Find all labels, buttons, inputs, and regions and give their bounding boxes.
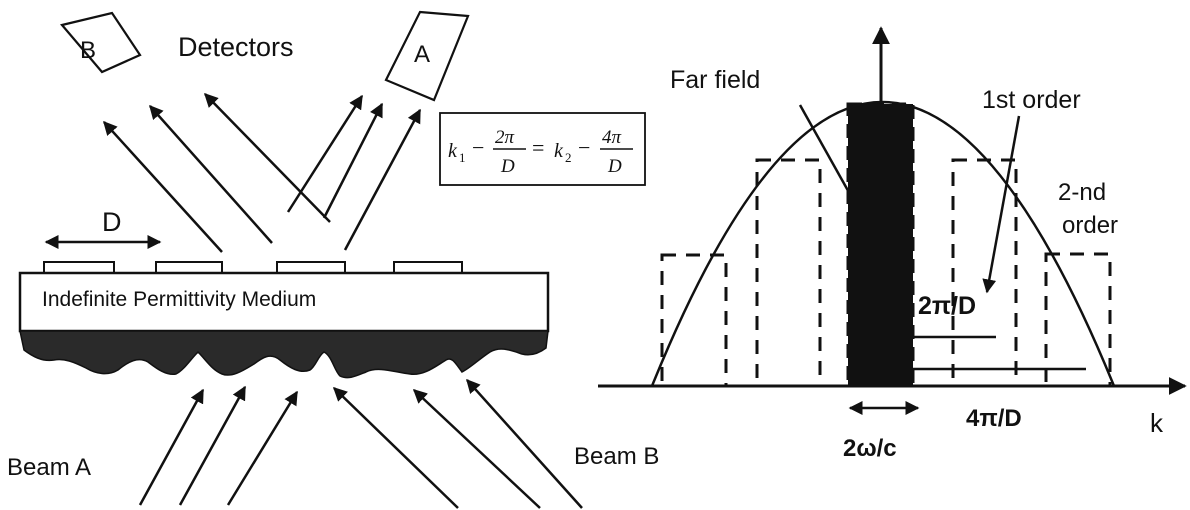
detector-b: B	[60, 11, 142, 74]
eq-k2-sub: 2	[565, 150, 572, 165]
detectors-label: Detectors	[178, 32, 294, 62]
first-order-label: 1st order	[982, 86, 1081, 114]
k-axis-label: k	[1150, 408, 1164, 438]
outgoing-arrow-5	[322, 102, 384, 219]
eq-equals: =	[532, 135, 544, 160]
second-order-rect-right	[1044, 252, 1112, 388]
beam-a-arrow-2	[178, 385, 247, 506]
eq-frac1-denominator: D	[500, 156, 515, 177]
second-order-label-line1: 2-nd	[1058, 179, 1106, 206]
two-omega-over-c-label: 2ω/c	[843, 435, 897, 462]
eq-frac2-numerator: 4π	[602, 127, 622, 148]
beam-b-arrow-3	[466, 378, 583, 509]
period-indicator: D	[44, 207, 162, 249]
far-field-label: Far field	[670, 66, 760, 94]
grating-strip-2	[155, 261, 223, 274]
equation-box: k 1 − 2π D = k 2 − 4π D	[439, 112, 646, 186]
outgoing-arrow-6	[343, 108, 422, 251]
outgoing-arrow-1	[103, 120, 223, 253]
grating-strip-3	[276, 261, 346, 274]
eq-k1: k	[448, 140, 458, 162]
beam-a-arrows	[138, 385, 299, 506]
first-order-rect-right	[951, 158, 1018, 388]
beam-a-arrow-1	[138, 388, 205, 506]
two-pi-over-d-label: 2π/D	[918, 292, 976, 320]
far-field-pointer	[798, 104, 853, 197]
outgoing-arrow-4	[286, 94, 364, 213]
far-field-band-outline	[846, 102, 915, 388]
medium-label: Indefinite Permittivity Medium	[42, 288, 316, 311]
eq-frac1-numerator: 2π	[495, 127, 515, 148]
grating-strips	[43, 261, 463, 274]
detector-b-label: B	[80, 37, 96, 64]
four-pi-over-d-label: 4π/D	[966, 405, 1022, 432]
beam-b-arrow-1	[332, 387, 459, 509]
grating-strip-4	[393, 261, 463, 274]
outgoing-arrow-3	[204, 92, 331, 223]
first-order-pointer	[982, 115, 1021, 294]
order-rectangles	[660, 158, 1112, 388]
far-field-band	[848, 104, 913, 386]
left-panel: B Detectors A k 1 − 2π D = k	[7, 10, 659, 509]
beam-b-arrow-2	[412, 389, 541, 509]
detector-a: A	[384, 10, 470, 102]
detector-b-shape	[60, 11, 142, 74]
grating-strip-1	[43, 261, 115, 274]
rough-surface	[19, 330, 549, 379]
eq-k2: k	[554, 140, 564, 162]
detector-a-shape	[384, 10, 470, 102]
right-panel: Far field 1st order 2-nd order 2π/D 4π/D…	[598, 26, 1187, 462]
detector-a-label: A	[414, 41, 430, 68]
outgoing-arrows	[103, 92, 422, 253]
eq-minus-1: −	[472, 135, 484, 160]
eq-frac2-denominator: D	[607, 156, 622, 177]
beam-a-label: Beam A	[7, 454, 91, 481]
second-order-label-line2: order	[1062, 212, 1118, 239]
first-order-rect-left	[755, 158, 822, 388]
dispersion-curve	[650, 100, 1116, 387]
second-order-rect-left	[660, 253, 728, 388]
beam-b-label: Beam B	[574, 443, 659, 470]
beam-b-arrows	[332, 378, 583, 509]
eq-k1-sub: 1	[459, 150, 466, 165]
beam-a-arrow-3	[226, 390, 299, 506]
period-label: D	[102, 207, 122, 237]
outgoing-arrow-2	[149, 104, 273, 244]
eq-minus-2: −	[578, 135, 590, 160]
